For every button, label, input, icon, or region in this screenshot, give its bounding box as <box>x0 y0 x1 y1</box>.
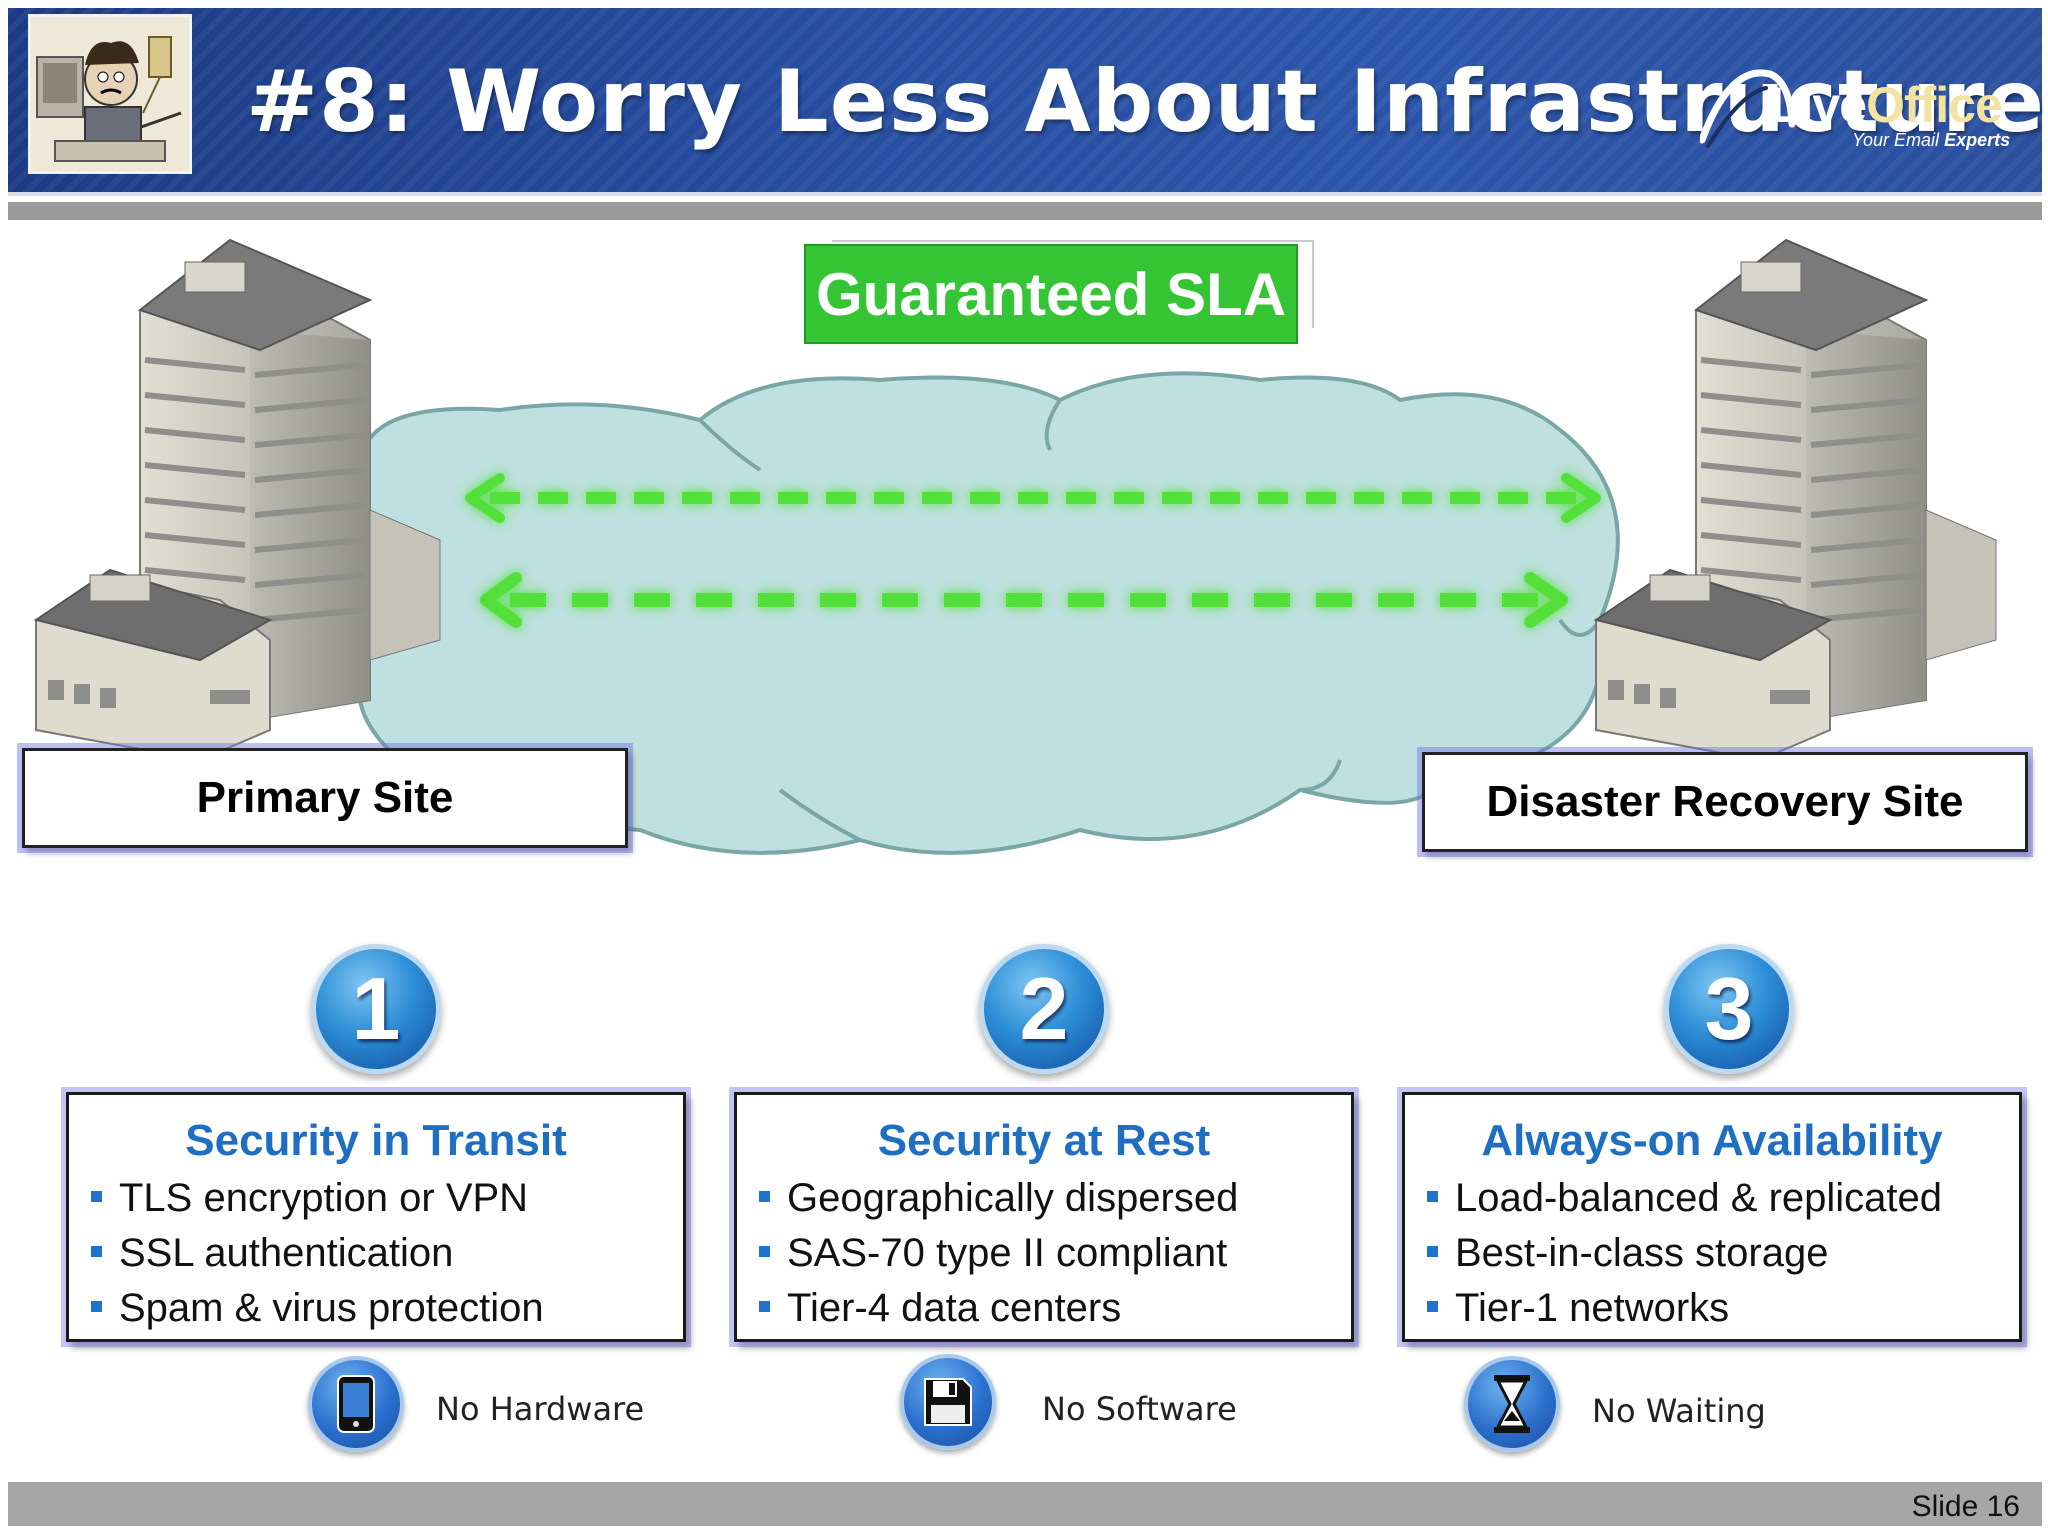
floppy-disk-icon <box>900 1354 996 1450</box>
number-badge-1: 1 <box>311 944 441 1074</box>
primary-site-buildings-icon <box>33 238 441 762</box>
no-hardware-label: No Hardware <box>436 1390 645 1428</box>
replication-diagram <box>33 238 1997 855</box>
disaster-recovery-site-buildings-icon <box>1593 238 1997 762</box>
slide-number: Slide 16 <box>1911 1490 2020 1523</box>
feature-bullet: Best-in-class storage <box>1425 1226 1999 1281</box>
header-divider <box>8 202 2042 220</box>
liveoffice-logo: LiveOffice <box>1770 76 2003 134</box>
logo-tagline: Your Email Experts <box>1852 130 2010 151</box>
replication-arrow-1 <box>465 473 1601 523</box>
replication-arrow-2 <box>480 572 1568 628</box>
feature-bullet-list: Geographically dispersed SAS-70 type II … <box>757 1171 1331 1336</box>
slide-header <box>8 8 2042 196</box>
logo-office-text: Office <box>1866 77 2003 133</box>
feature-bullet: SSL authentication <box>89 1226 663 1281</box>
number-badge-2: 2 <box>979 944 1109 1074</box>
feature-title: Security in Transit <box>185 1116 567 1165</box>
feature-bullet-list: TLS encryption or VPN SSL authentication… <box>89 1171 663 1336</box>
feature-bullet: Load-balanced & replicated <box>1425 1171 1999 1226</box>
feature-bullet: Tier-1 networks <box>1425 1281 1999 1336</box>
stressed-worker-cartoon <box>28 14 192 174</box>
feature-bullet: TLS encryption or VPN <box>89 1171 663 1226</box>
feature-bullet: Geographically dispersed <box>757 1171 1331 1226</box>
feature-title: Security at Rest <box>877 1116 1211 1165</box>
hourglass-icon <box>1464 1356 1560 1452</box>
feature-card-security-at-rest: Security at Rest Geographically disperse… <box>734 1092 1354 1342</box>
feature-title: Always-on Availability <box>1481 1116 1943 1165</box>
feature-card-security-in-transit: Security in Transit TLS encryption or VP… <box>66 1092 686 1342</box>
logo-tagline-italic: Your Email <box>1852 130 1940 150</box>
guaranteed-sla-label: Guaranteed SLA <box>804 244 1298 344</box>
feature-bullet: SAS-70 type II compliant <box>757 1226 1331 1281</box>
feature-bullet-list: Load-balanced & replicated Best-in-class… <box>1425 1171 1999 1336</box>
no-waiting-label: No Waiting <box>1592 1392 1766 1430</box>
logo-live-text: Live <box>1770 77 1867 133</box>
mobile-device-icon <box>308 1356 404 1452</box>
no-software-label: No Software <box>1042 1390 1237 1428</box>
feature-bullet: Spam & virus protection <box>89 1281 663 1336</box>
feature-bullet: Tier-4 data centers <box>757 1281 1331 1336</box>
logo-tagline-bold: Experts <box>1944 130 2011 150</box>
footer-bar <box>8 1482 2042 1526</box>
feature-card-always-on-availability: Always-on Availability Load-balanced & r… <box>1402 1092 2022 1342</box>
number-badge-3: 3 <box>1664 944 1794 1074</box>
dr-site-label: Disaster Recovery Site <box>1422 752 2028 852</box>
liveoffice-logo-swoosh-icon <box>1700 69 1796 148</box>
primary-site-label: Primary Site <box>22 748 628 848</box>
